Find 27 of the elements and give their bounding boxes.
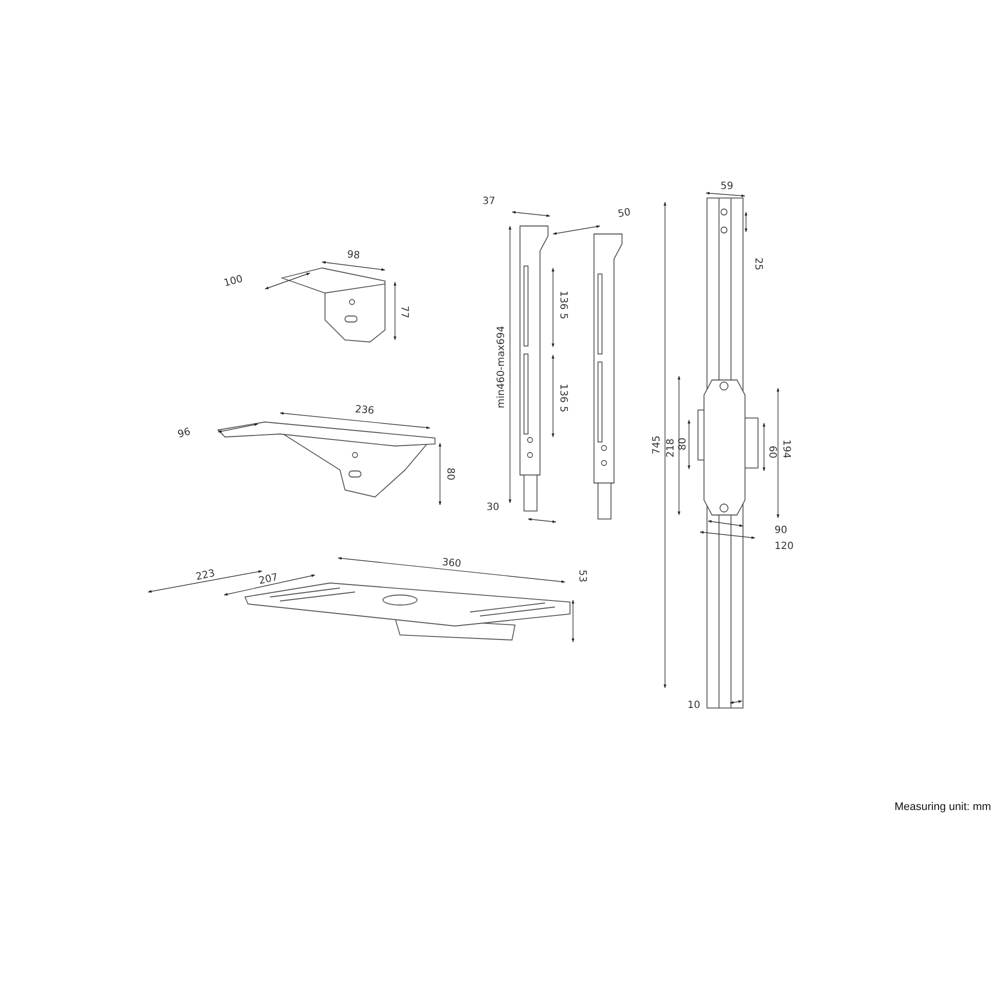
dimension-value: 207 — [258, 573, 278, 587]
dimension-value: 60 — [766, 446, 776, 458]
dimension-value: 53 — [576, 570, 586, 582]
dimension-value: 80 — [444, 468, 454, 480]
dimension-value: 223 — [194, 569, 216, 583]
dimension-value: 30 — [486, 503, 500, 513]
dimension-value: 77 — [398, 306, 408, 318]
dimension-value: 90 — [774, 526, 788, 536]
dimension-value: 120 — [774, 542, 794, 552]
dimension-value: 360 — [441, 558, 461, 570]
dimension-value: 136 5 — [556, 384, 567, 412]
dimension-value: 59 — [720, 182, 734, 192]
dimension-value: 100 — [222, 274, 244, 290]
dimension-value: 236 — [354, 405, 374, 417]
dimension-value: 745 — [652, 435, 662, 455]
dimension-value: 194 — [780, 439, 790, 459]
dimension-value: 98 — [346, 250, 360, 262]
dimension-value: 37 — [482, 197, 496, 207]
dimension-value: 10 — [688, 701, 700, 711]
dimension-value: 136 5 — [556, 290, 567, 320]
dimension-value: 25 — [752, 258, 762, 270]
dimension-value: 96 — [176, 428, 192, 440]
dimension-value: 50 — [616, 208, 631, 220]
dimension-value: 80 — [678, 438, 688, 450]
dimension-value: 218 — [666, 438, 676, 458]
dimension-value: min460-max694 — [497, 326, 508, 408]
unit-note: Measuring unit: mm — [894, 802, 992, 812]
